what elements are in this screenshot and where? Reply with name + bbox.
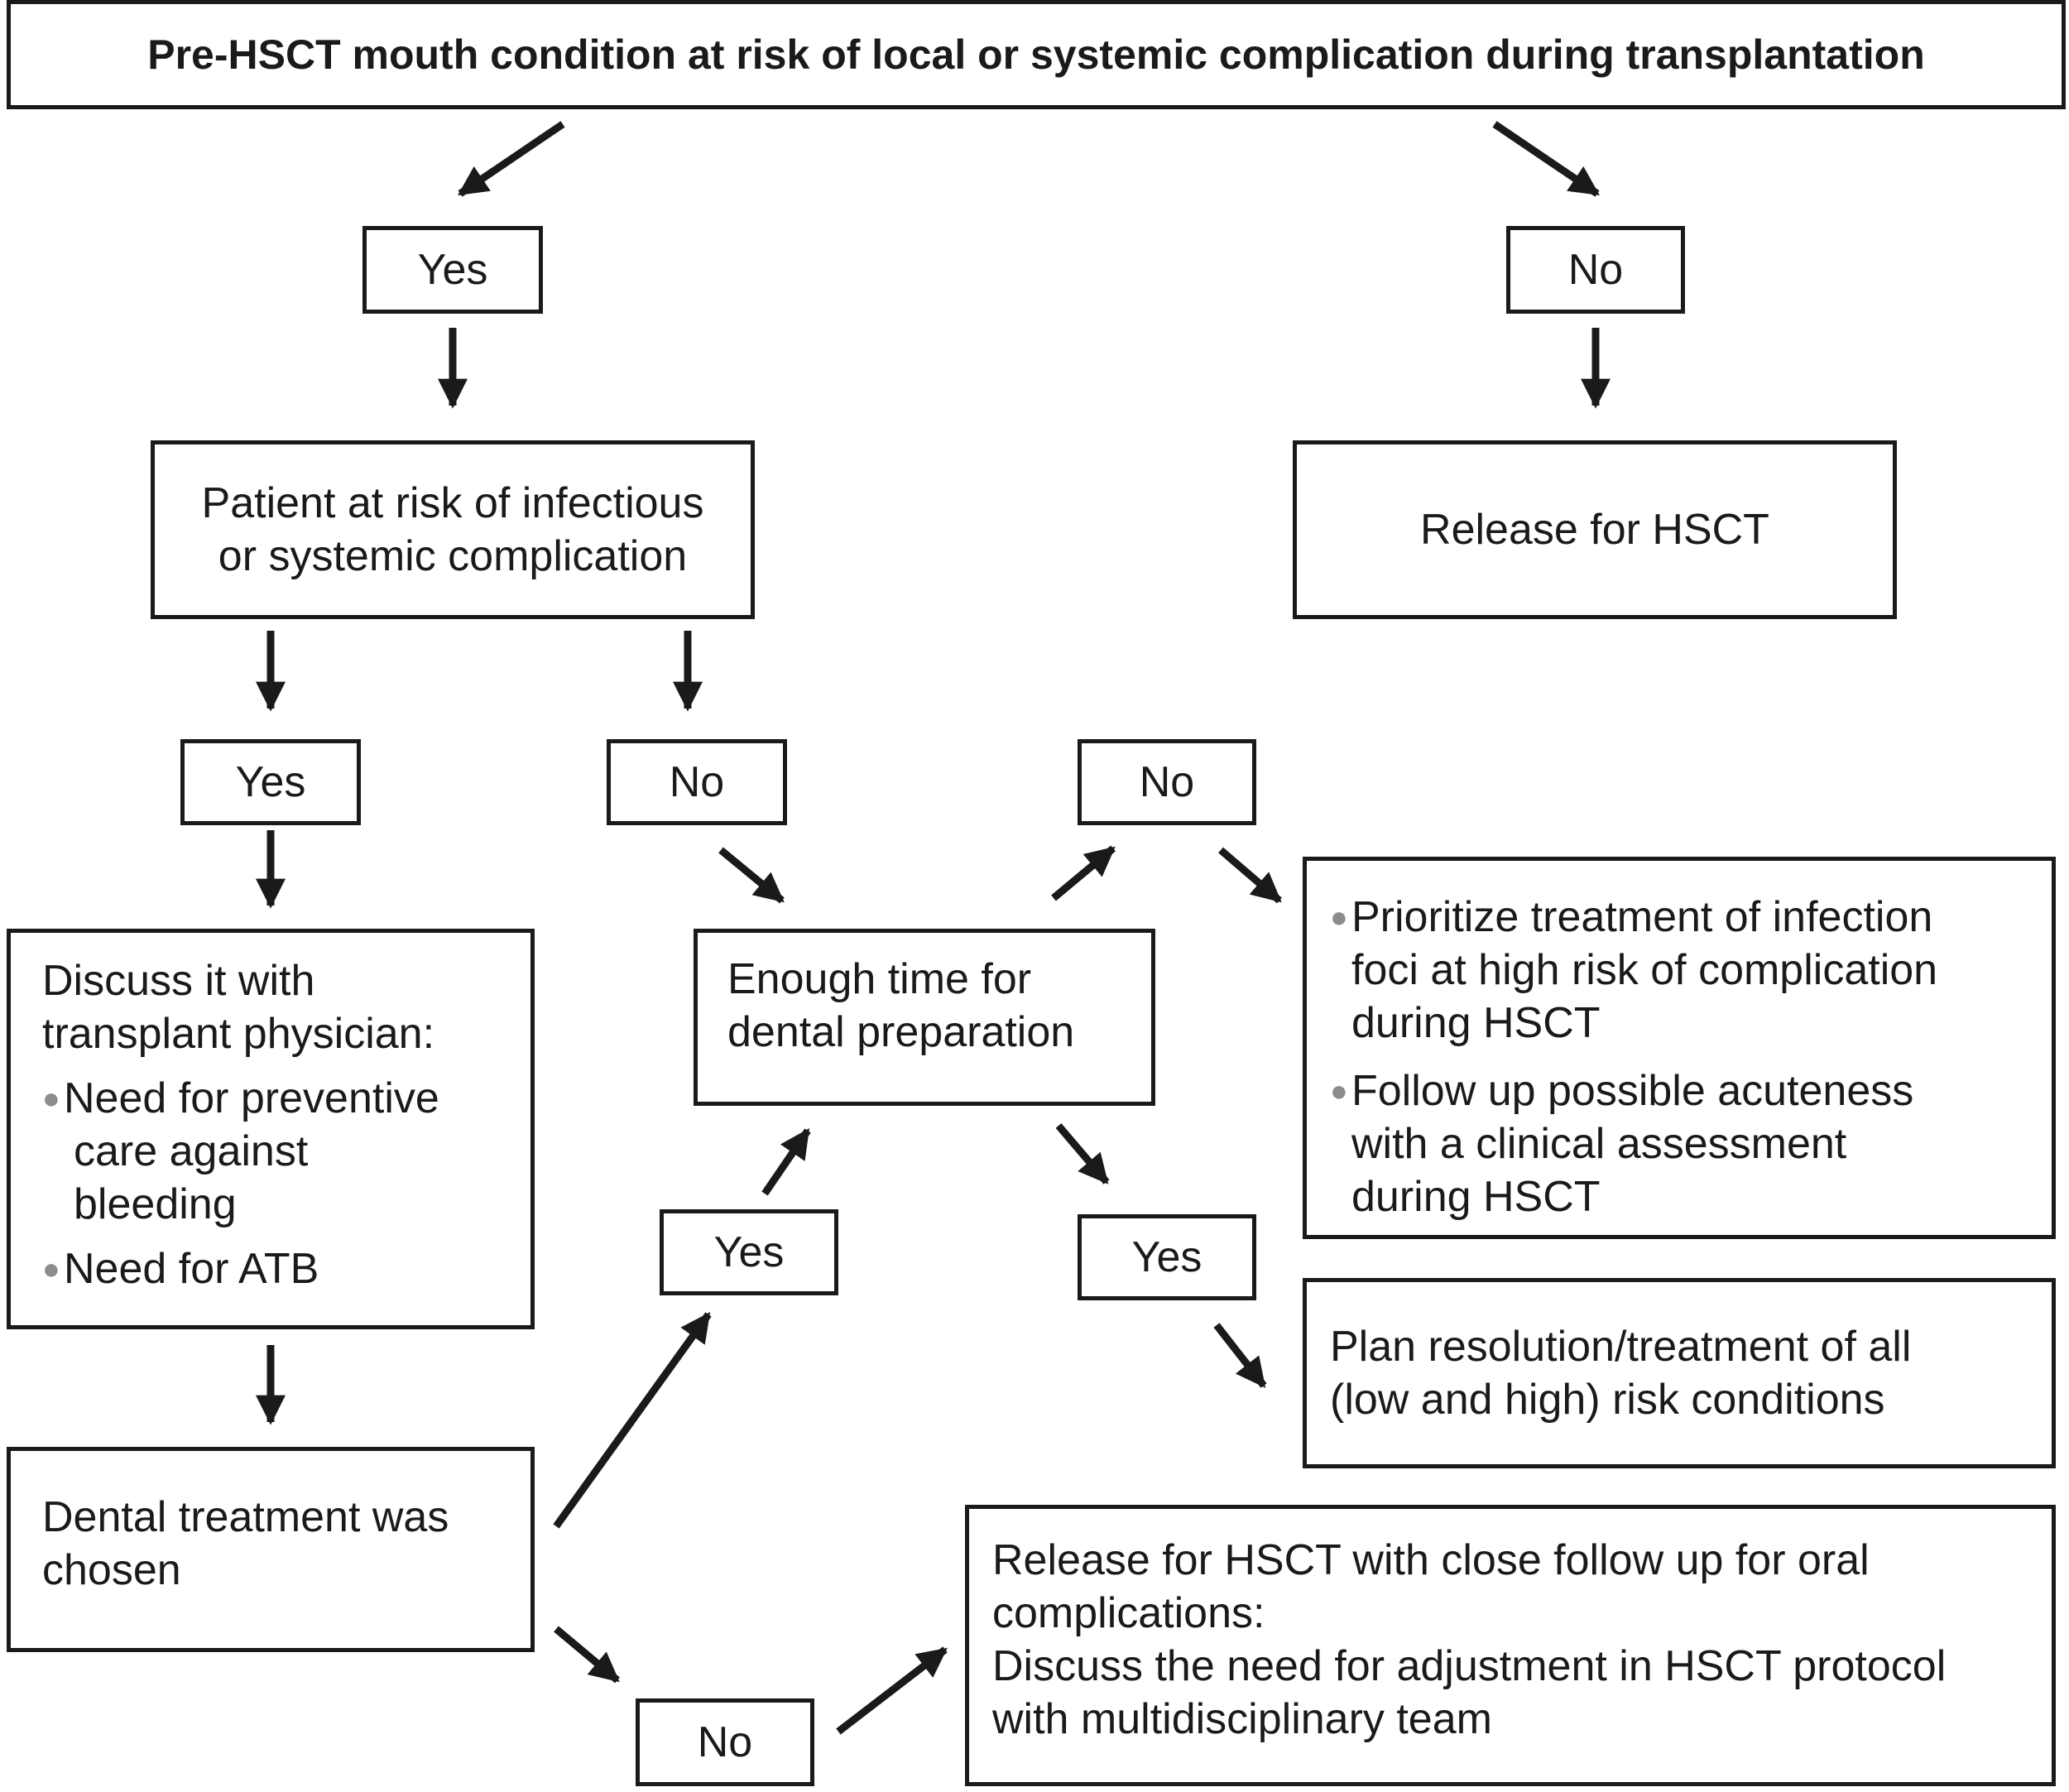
yes-label-risk: Yes: [180, 739, 361, 825]
prioritize-bullet-1-line-1: Prioritize treatment of infection: [1351, 893, 1933, 941]
arrow-yes-to-enough-time: [761, 1128, 811, 1196]
plan-resolution-box: Plan resolution/treatment of all (low an…: [1303, 1278, 2056, 1468]
release-followup-line-1: Release for HSCT with close follow up fo…: [992, 1536, 1870, 1584]
discuss-heading-line-1: Discuss it with: [42, 957, 315, 1005]
patient-risk-line-1: Patient at risk of infectious: [201, 479, 704, 527]
release-followup-line-3: Discuss the need for adjustment in HSCT …: [992, 1642, 1947, 1690]
arrow-enough-time-to-yes: [1055, 1123, 1110, 1184]
arrow-title-to-yes: [458, 121, 565, 197]
no-label-risk: No: [607, 739, 787, 825]
arrow-title-to-no: [1492, 121, 1600, 197]
no-label-top: No: [1506, 226, 1685, 314]
arrow-yes-to-plan: [1213, 1323, 1267, 1388]
prioritize-bullet-1-line-3: during HSCT: [1351, 999, 1601, 1047]
enough-time-box: Enough time for dental preparation: [694, 929, 1155, 1106]
discuss-bullet-1-line-3: bleeding: [74, 1180, 237, 1228]
bullet-dot-icon: ●: [42, 1252, 60, 1285]
no-label-time: No: [1078, 739, 1256, 825]
dental-chosen-line-2: chosen: [42, 1546, 181, 1594]
prioritize-bullet-2-line-2: with a clinical assessment: [1351, 1120, 1847, 1168]
discuss-bullet-1-line-2: care against: [74, 1127, 309, 1175]
enough-time-line-1: Enough time for: [727, 955, 1032, 1003]
enough-time-line-2: dental preparation: [727, 1008, 1075, 1056]
discuss-bullet-2-line-1: Need for ATB: [64, 1245, 319, 1293]
dental-chosen-line-1: Dental treatment was: [42, 1493, 449, 1541]
discuss-box: Discuss it with transplant physician: ● …: [7, 929, 535, 1329]
yes-label-top: Yes: [362, 226, 543, 314]
discuss-heading-line-2: transplant physician:: [42, 1010, 435, 1058]
bullet-dot-icon: ●: [1330, 900, 1348, 934]
discuss-bullet-2: ● Need for ATB: [42, 1242, 506, 1295]
prioritize-bullet-2: ● Follow up possible acuteness with a cl…: [1330, 1064, 2027, 1223]
bullet-dot-icon: ●: [42, 1081, 60, 1115]
arrow-no-to-release-followup: [836, 1646, 948, 1735]
yes-label-time: Yes: [1078, 1214, 1256, 1300]
release-hsct-text: Release for HSCT: [1420, 506, 1769, 554]
flowchart-title: Pre-HSCT mouth condition at risk of loca…: [7, 0, 2066, 109]
release-followup-line-2: complications:: [992, 1589, 1265, 1637]
prioritize-bullet-2-line-3: during HSCT: [1351, 1173, 1601, 1221]
discuss-bullet-1: ● Need for preventive care against bleed…: [42, 1072, 506, 1231]
prioritize-bullet-1-line-2: foci at high risk of complication: [1351, 946, 1938, 994]
arrow-no-to-enough-time: [718, 847, 785, 904]
patient-risk-box: Patient at risk of infectious or systemi…: [151, 440, 755, 619]
arrow-dental-to-no: [554, 1626, 620, 1684]
release-hsct-box: Release for HSCT: [1293, 440, 1897, 619]
dental-chosen-box: Dental treatment was chosen: [7, 1447, 535, 1652]
release-followup-box: Release for HSCT with close follow up fo…: [965, 1505, 2056, 1786]
yes-label-dental: Yes: [660, 1209, 838, 1295]
discuss-bullet-1-line-1: Need for preventive: [64, 1074, 439, 1122]
release-followup-line-4: with multidisciplinary team: [992, 1695, 1492, 1743]
bullet-dot-icon: ●: [1330, 1074, 1348, 1107]
arrow-dental-to-yes: [553, 1312, 712, 1529]
prioritize-bullet-1: ● Prioritize treatment of infection foci…: [1330, 891, 2027, 1050]
arrow-no-to-prioritize: [1218, 847, 1282, 904]
plan-resolution-line-2: (low and high) risk conditions: [1330, 1376, 1885, 1424]
no-label-dental: No: [636, 1698, 814, 1786]
prioritize-box: ● Prioritize treatment of infection foci…: [1303, 857, 2056, 1239]
prioritize-bullet-2-line-1: Follow up possible acuteness: [1351, 1067, 1914, 1115]
arrow-enough-time-to-no: [1051, 845, 1116, 901]
plan-resolution-line-1: Plan resolution/treatment of all: [1330, 1323, 1912, 1371]
patient-risk-line-2: or systemic complication: [218, 532, 688, 580]
